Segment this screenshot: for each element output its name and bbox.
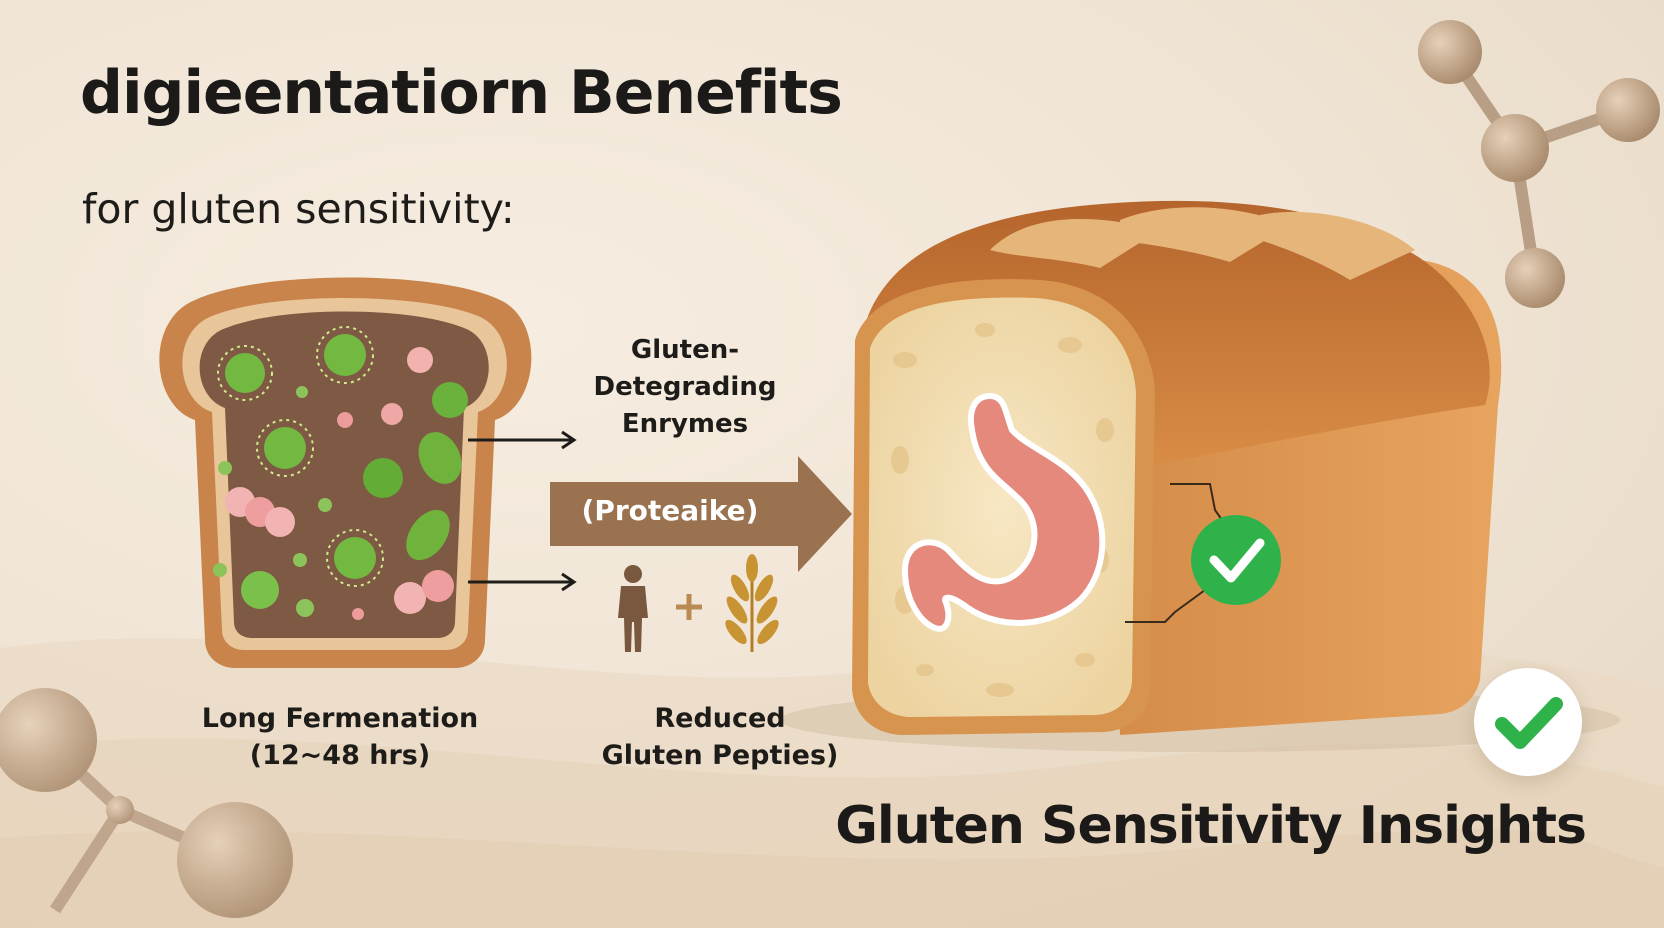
stomach-icon xyxy=(902,393,1106,632)
check-badge xyxy=(1474,668,1582,776)
arrow-icon xyxy=(468,430,577,592)
check-icon xyxy=(1495,697,1563,749)
fermentation-label-line-1: Long Fermenation xyxy=(201,703,479,734)
protease-label: (Proteaike) xyxy=(581,494,759,527)
enzymes-label-line-1: Gluten- xyxy=(630,335,740,365)
reduced-label-line-1: Reduced xyxy=(654,703,786,734)
fermentation-label-line-2: (12~48 hrs) xyxy=(249,740,431,771)
enzymes-label: Gluten- Detegrading Enrymes xyxy=(565,332,805,443)
page-subtitle: for gluten sensitivity: xyxy=(82,185,515,233)
check-icon xyxy=(1191,515,1281,605)
reduced-label-line-2: Gluten Pepties) xyxy=(601,740,839,771)
fermentation-label: Long Fermenation (12~48 hrs) xyxy=(190,700,490,774)
person-icon xyxy=(618,565,648,652)
reduced-label: Reduced Gluten Pepties) xyxy=(590,700,850,774)
page-title: digieentatiorn Benefits xyxy=(80,58,843,128)
molecule-icon xyxy=(0,688,293,918)
enzymes-label-line-3: Enrymes xyxy=(621,409,749,439)
callout-line xyxy=(1125,483,1223,623)
protease-arrow xyxy=(550,456,852,572)
bacteria-icon xyxy=(213,326,468,620)
plus-icon xyxy=(676,594,702,620)
wheat-icon xyxy=(725,554,779,652)
molecule-icon xyxy=(1418,20,1660,308)
footer-title: Gluten Sensitivity Insights xyxy=(835,796,1587,856)
enzymes-label-line-2: Detegrading xyxy=(593,372,777,402)
